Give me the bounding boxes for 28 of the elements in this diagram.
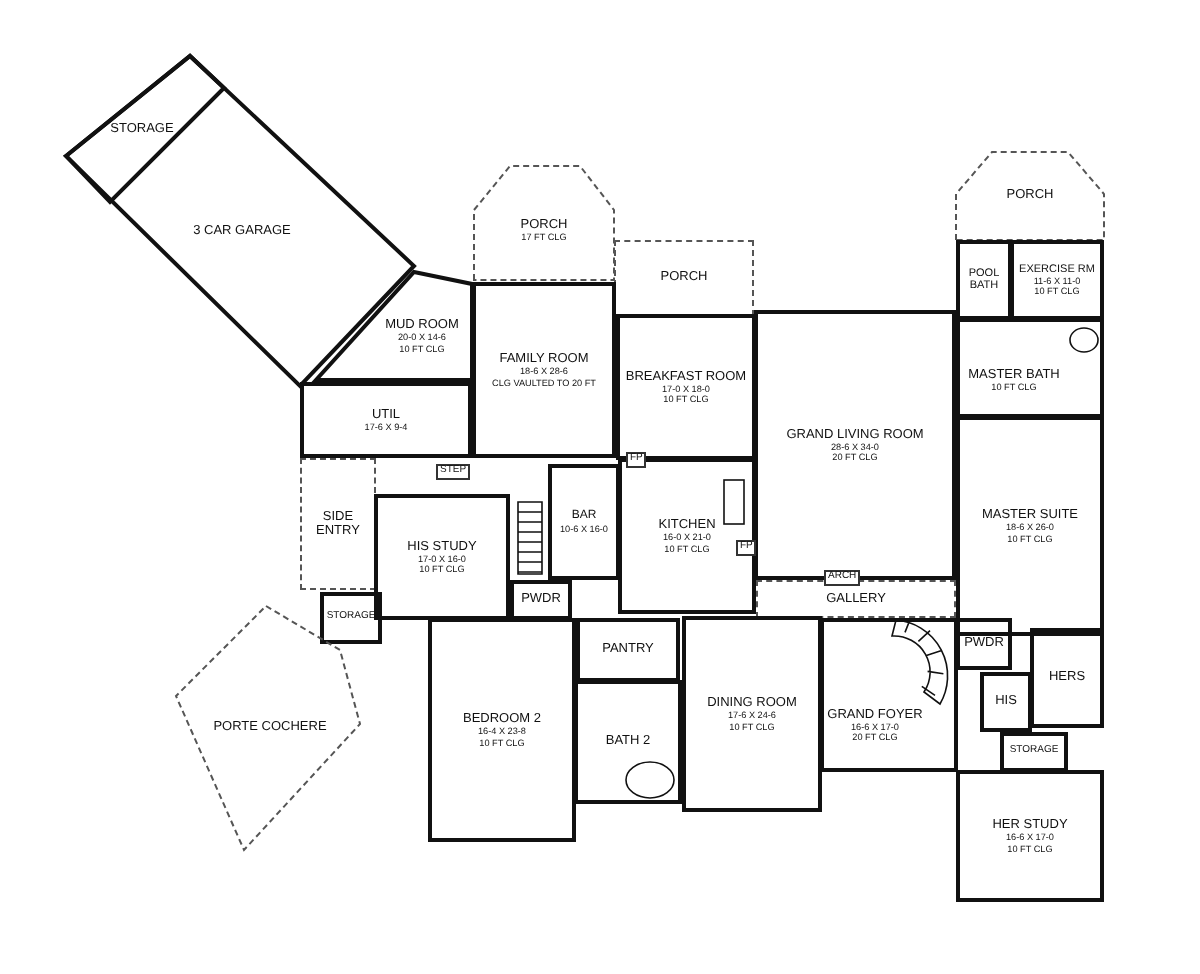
room-outline xyxy=(510,580,572,620)
room-outline xyxy=(616,314,756,460)
room-outline xyxy=(618,458,756,614)
room-outline xyxy=(980,672,1032,732)
room-outline xyxy=(1010,240,1104,320)
room-outline xyxy=(472,282,616,458)
room-outline xyxy=(66,56,226,204)
room-outline xyxy=(300,382,472,458)
room-outline xyxy=(956,770,1104,902)
porch-outline xyxy=(300,458,376,590)
room-outline xyxy=(428,618,576,842)
room-outline xyxy=(820,618,958,772)
room-outline xyxy=(956,618,1012,670)
room-outline xyxy=(1030,628,1104,728)
room-outline xyxy=(956,416,1104,636)
porch-outline xyxy=(614,240,754,316)
room-outline xyxy=(320,592,382,644)
room-outline xyxy=(1000,732,1068,772)
porch-outline xyxy=(956,152,1104,240)
room-outline xyxy=(682,616,822,812)
porch-outline xyxy=(474,166,614,282)
room-outline xyxy=(956,240,1012,320)
room-outline xyxy=(548,464,620,580)
room-outline xyxy=(956,318,1104,418)
room-outline xyxy=(316,272,472,384)
room-outline xyxy=(574,680,682,804)
room-outline xyxy=(374,494,510,620)
room-outline xyxy=(576,618,680,682)
